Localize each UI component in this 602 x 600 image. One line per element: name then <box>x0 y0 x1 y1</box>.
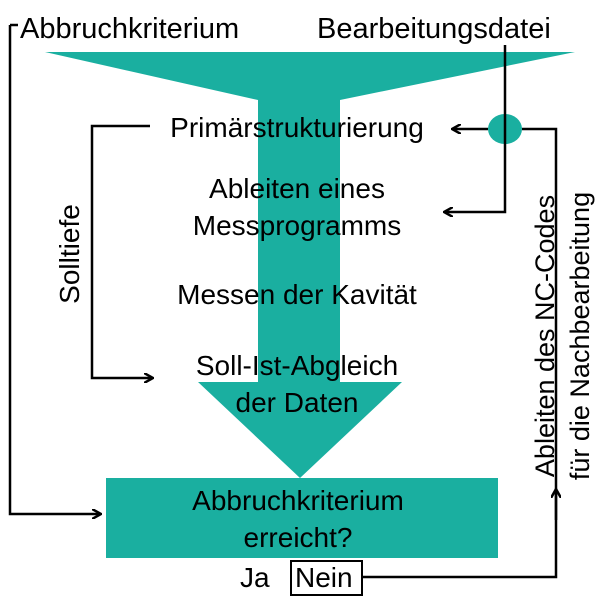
label-soll-ist-abgleich: Soll-Ist-Abgleich <box>195 350 399 381</box>
label-nc-code-line1: Ableiten des NC-Codes <box>530 194 560 478</box>
decision-box <box>106 478 498 558</box>
solltiefe-loop-line <box>90 124 152 378</box>
label-nc-code-line2: für die Nachbearbeitung <box>565 191 595 481</box>
label-ableiten-eines: Ableiten eines <box>209 173 385 204</box>
label-solltiefe: Solltiefe <box>54 204 85 304</box>
label-messen-der-kavitaet: Messen der Kavität <box>177 279 417 310</box>
nein-box <box>290 560 363 596</box>
process-arrow-shape <box>45 52 575 478</box>
label-abbruchkriterium-top: Abbruchkriterium <box>20 13 240 45</box>
label-decision-line1: Abbruchkriterium <box>192 485 404 516</box>
label-ja: Ja <box>240 562 270 593</box>
bearbeitung-drop-line <box>445 45 507 212</box>
label-decision-line2: erreicht? <box>243 522 353 553</box>
label-der-daten: der Daten <box>235 387 359 418</box>
label-messprogramms: Messprogramms <box>192 210 402 241</box>
nc-code-loop-line <box>362 127 558 579</box>
label-primaerstrukturierung: Primärstrukturierung <box>170 112 424 143</box>
label-nein: Nein <box>295 562 353 593</box>
abbruch-loop-line <box>8 25 100 514</box>
label-bearbeitungsdatei: Bearbeitungsdatei <box>317 13 551 45</box>
